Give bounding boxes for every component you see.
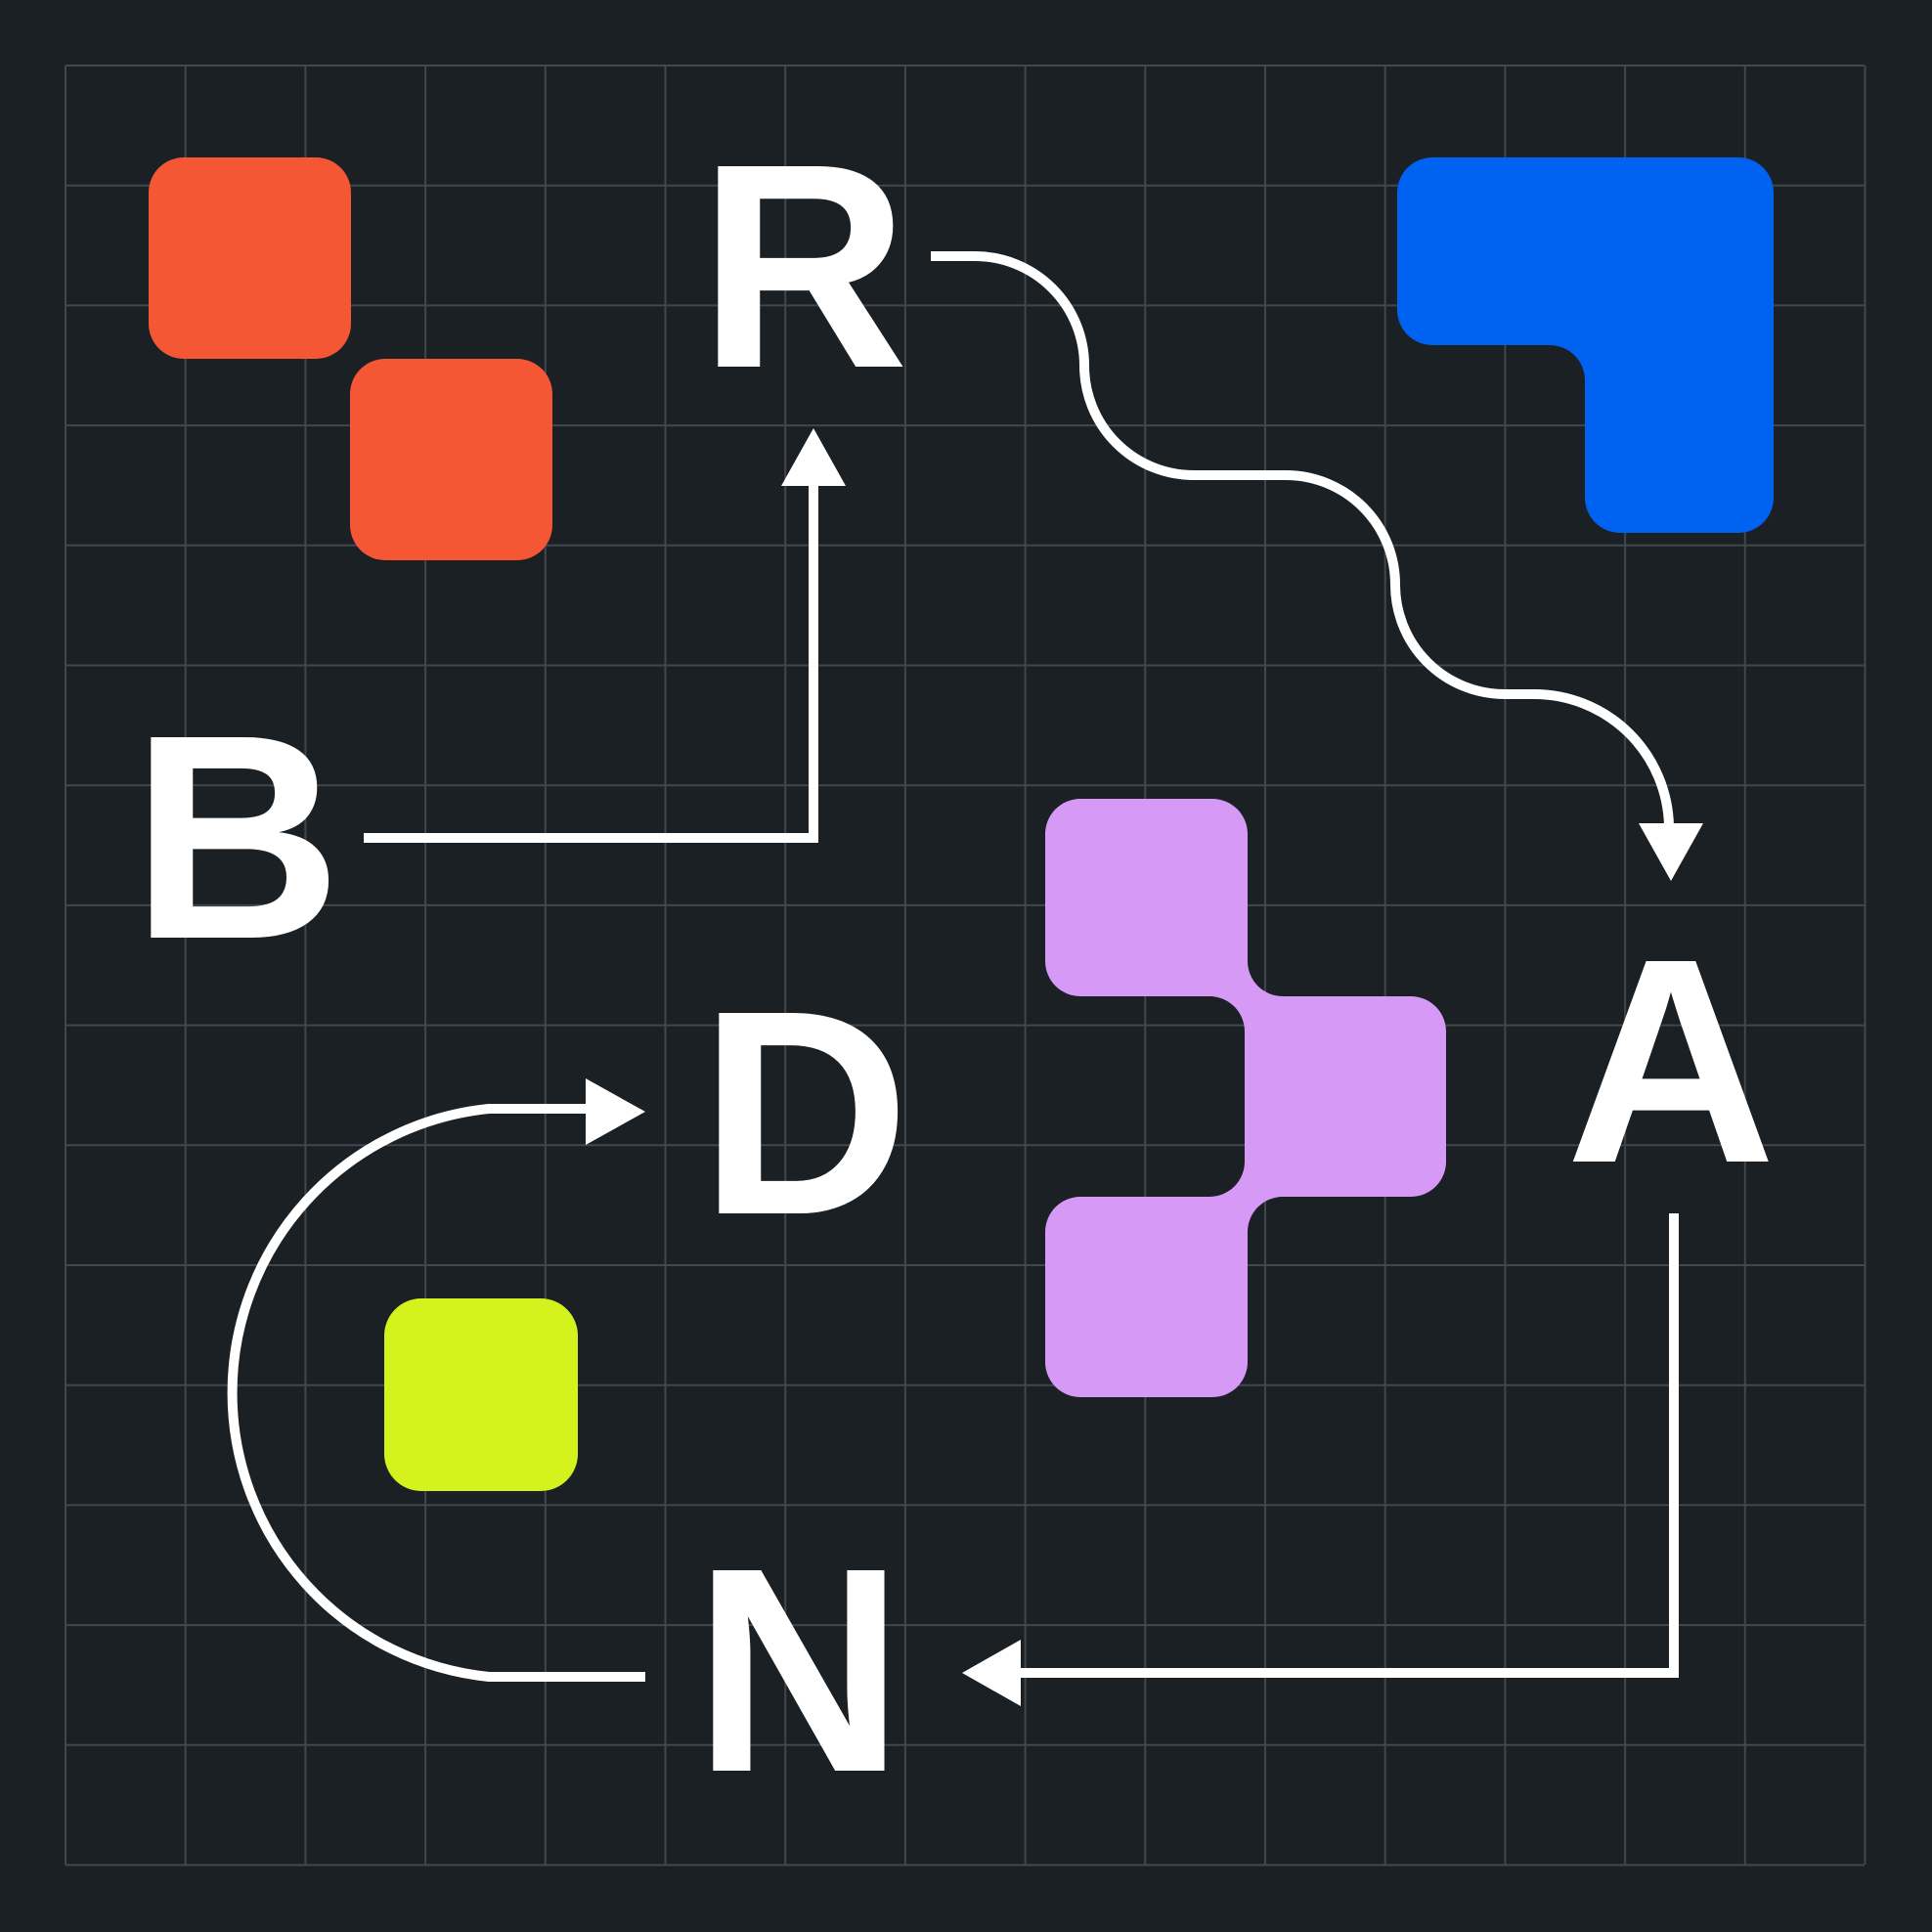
grid-lines [65, 65, 1866, 1866]
arrowheads [586, 428, 1703, 1706]
connectors [227, 251, 1679, 1682]
arrowhead-left-icon [962, 1640, 1021, 1706]
arrowhead-down-icon [1639, 823, 1703, 881]
connector-a-to-n [1017, 1213, 1679, 1678]
arrowhead-up-icon [781, 428, 846, 486]
purple-cross-shape [1045, 799, 1446, 1397]
letter-b: B [131, 675, 341, 1000]
lime-square [384, 1298, 578, 1491]
orange-square-top [149, 157, 351, 359]
orange-square-bottom [350, 359, 552, 560]
blue-corner-shape [1397, 157, 1774, 533]
letter-r: R [698, 104, 908, 429]
letter-d: D [699, 950, 909, 1276]
connector-r-to-a [931, 251, 1674, 827]
connector-n-to-d [227, 1104, 645, 1682]
connector-b-to-r [364, 479, 818, 843]
letter-a: A [1565, 899, 1776, 1224]
orange-squares [149, 157, 552, 560]
arrowhead-right-icon [586, 1078, 645, 1145]
letter-n: N [693, 1508, 903, 1833]
